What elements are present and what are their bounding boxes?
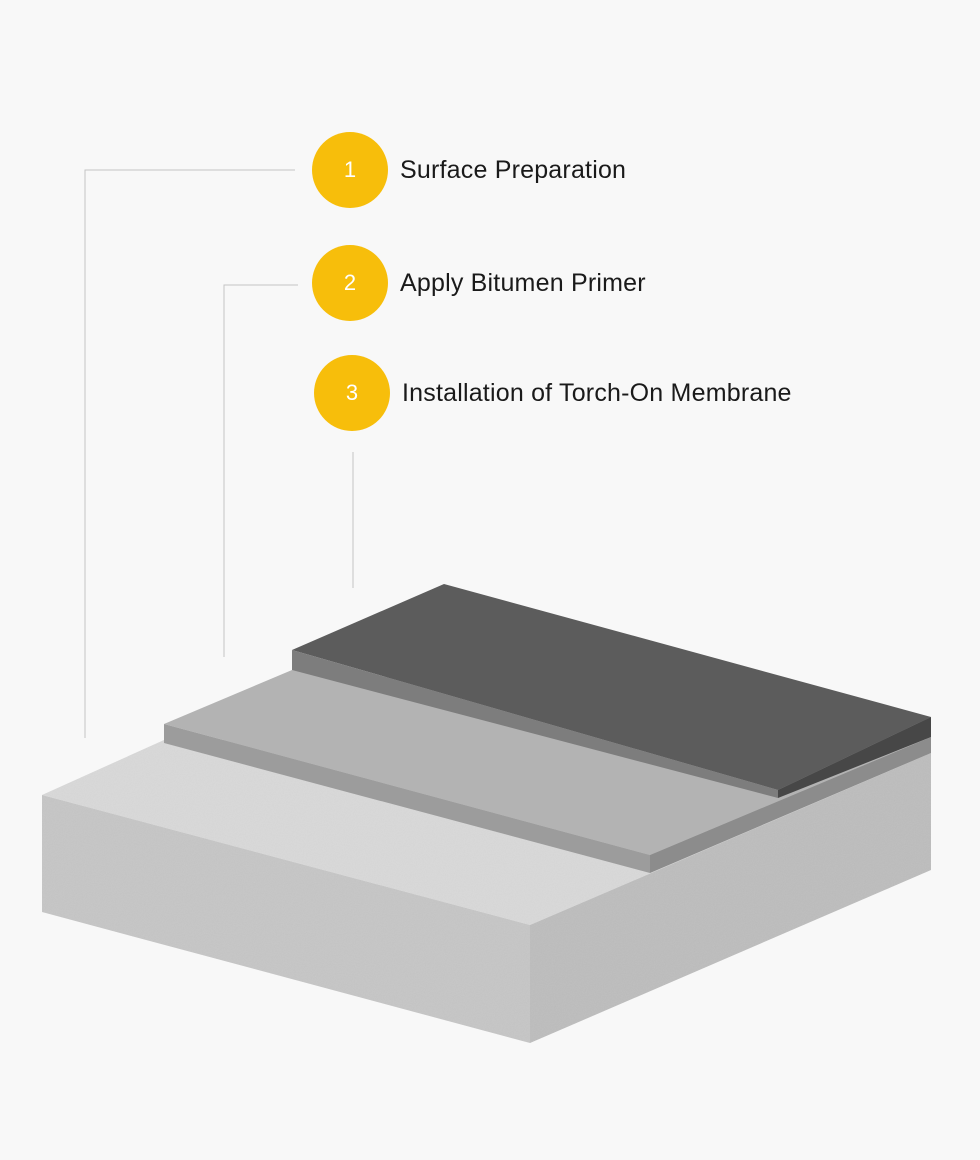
step-2: 2 Apply Bitumen Primer [312, 245, 646, 321]
step-number-badge: 2 [312, 245, 388, 321]
step-number-badge: 3 [314, 355, 390, 431]
step-number-badge: 1 [312, 132, 388, 208]
leader-line-2 [223, 284, 298, 657]
step-label: Surface Preparation [400, 155, 627, 184]
step-label: Installation of Torch-On Membrane [402, 378, 792, 407]
step-label: Apply Bitumen Primer [400, 268, 646, 297]
leader-line-1 [84, 169, 295, 738]
membrane-layer [292, 584, 931, 798]
step-1: 1 Surface Preparation [312, 132, 626, 208]
step-3: 3 Installation of Torch-On Membrane [314, 355, 792, 431]
